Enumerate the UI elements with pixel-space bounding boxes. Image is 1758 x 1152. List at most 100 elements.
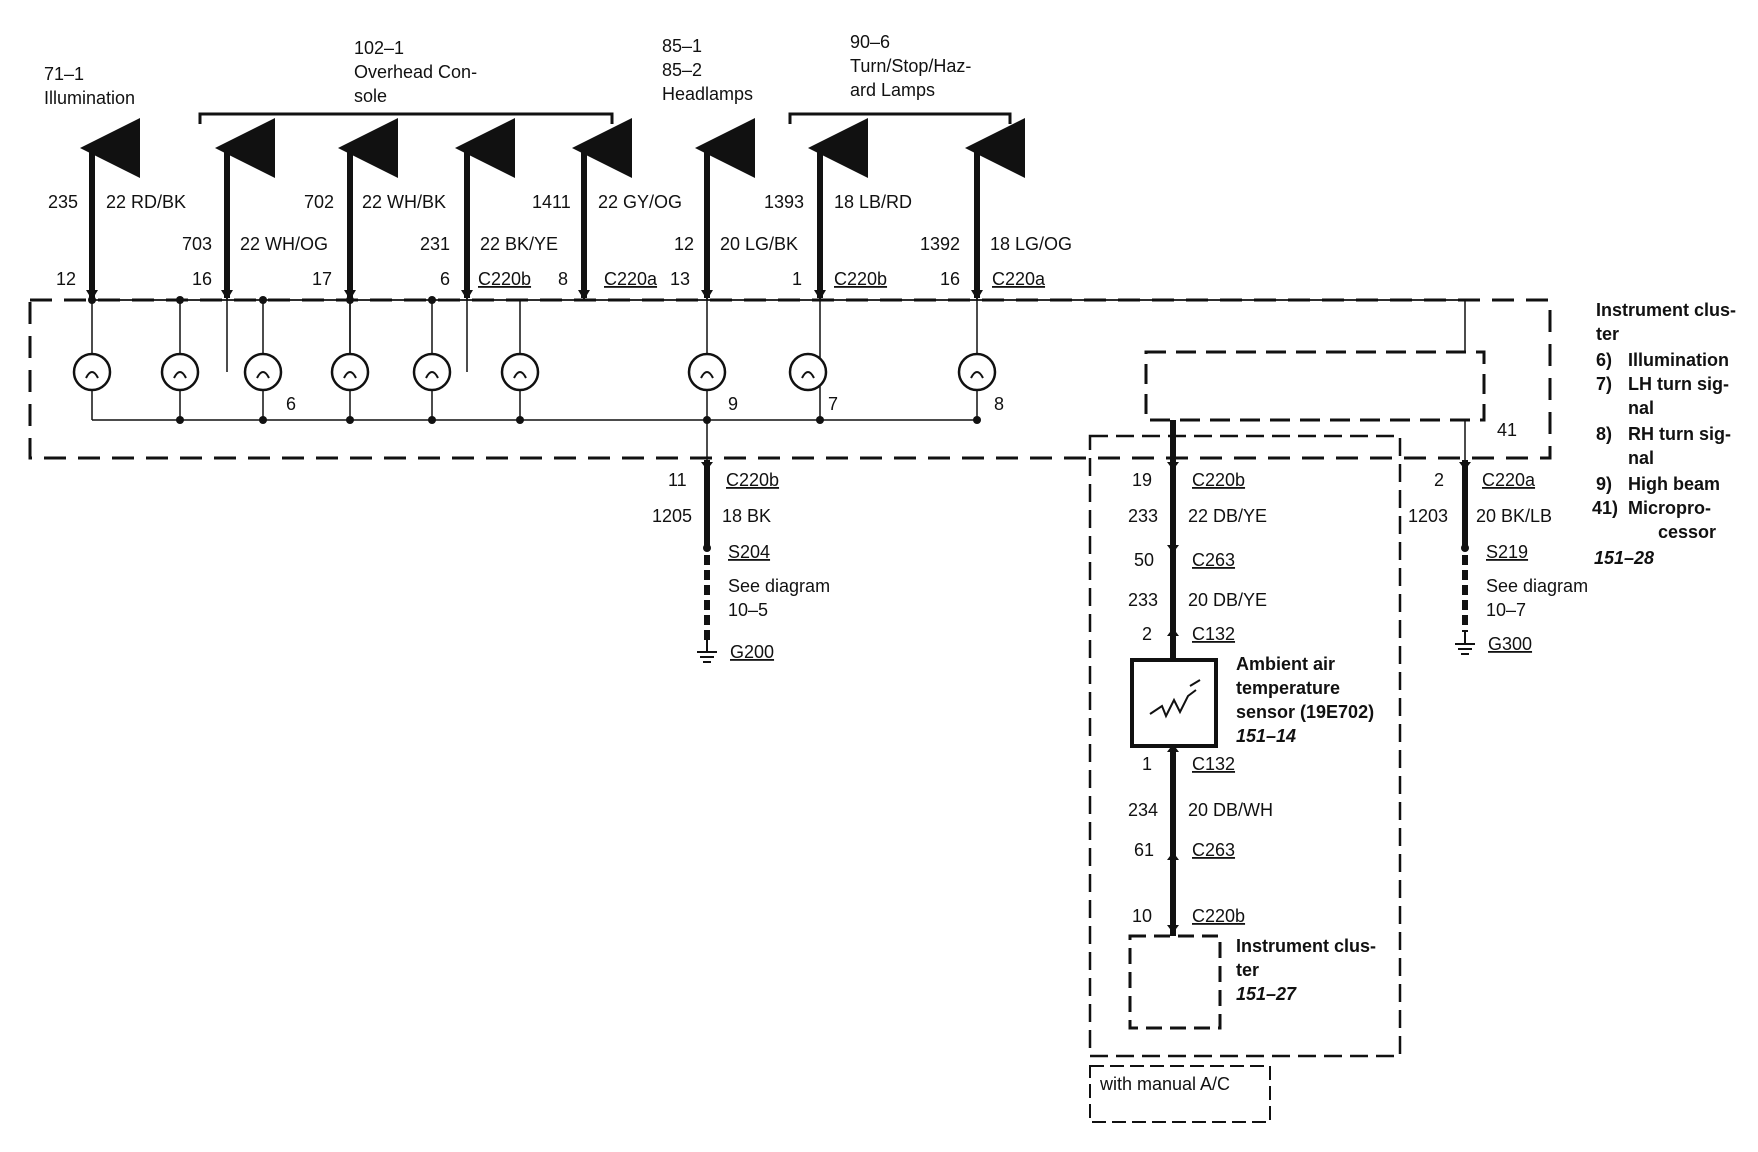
svg-text:20 DB/WH: 20 DB/WH	[1188, 800, 1273, 820]
svg-text:nal: nal	[1628, 448, 1654, 468]
wire-label-702: 702 22 WH/BK 17	[304, 192, 446, 289]
svg-text:16: 16	[192, 269, 212, 289]
svg-text:C220a: C220a	[992, 269, 1046, 289]
svg-text:High beam: High beam	[1628, 474, 1720, 494]
svg-text:S219: S219	[1486, 542, 1528, 562]
svg-text:C220b: C220b	[726, 470, 779, 490]
wire-label-1393: 1393 18 LB/RD 1 C220b	[764, 192, 912, 289]
svg-text:235: 235	[48, 192, 78, 212]
svg-text:1392: 1392	[920, 234, 960, 254]
svg-text:233: 233	[1128, 506, 1158, 526]
svg-text:50: 50	[1134, 550, 1154, 570]
svg-text:20 DB/YE: 20 DB/YE	[1188, 590, 1267, 610]
svg-text:C220a: C220a	[1482, 470, 1536, 490]
svg-text:1: 1	[1142, 754, 1152, 774]
svg-text:10–5: 10–5	[728, 600, 768, 620]
svg-text:sensor (19E702): sensor (19E702)	[1236, 702, 1374, 722]
svg-text:Overhead Con-: Overhead Con-	[354, 62, 477, 82]
svg-text:C220b: C220b	[478, 269, 531, 289]
group-label-headlamps: 85–1 85–2 Headlamps	[662, 36, 753, 104]
ground-circuit-g200: 11 C220b 1205 18 BK S204 See diagram 10–…	[652, 420, 830, 663]
svg-text:22 RD/BK: 22 RD/BK	[106, 192, 186, 212]
svg-text:22 GY/OG: 22 GY/OG	[598, 192, 682, 212]
svg-text:C220b: C220b	[834, 269, 887, 289]
svg-text:nal: nal	[1628, 398, 1654, 418]
svg-text:12: 12	[56, 269, 76, 289]
bracket-turn-lamps	[788, 112, 1012, 124]
svg-text:Instrument clus-: Instrument clus-	[1596, 300, 1736, 320]
svg-text:18 BK: 18 BK	[722, 506, 771, 526]
svg-text:ard Lamps: ard Lamps	[850, 80, 935, 100]
svg-text:C132: C132	[1192, 624, 1235, 644]
svg-text:9): 9)	[1596, 474, 1612, 494]
svg-text:G200: G200	[730, 642, 774, 662]
svg-text:85–1: 85–1	[662, 36, 702, 56]
wire-label-1411: 1411 22 GY/OG 8 C220a	[532, 192, 682, 289]
svg-text:C220b: C220b	[1192, 470, 1245, 490]
svg-text:See diagram: See diagram	[1486, 576, 1588, 596]
svg-text:Headlamps: Headlamps	[662, 84, 753, 104]
svg-text:71–1: 71–1	[44, 64, 84, 84]
svg-text:Instrument clus-: Instrument clus-	[1236, 936, 1376, 956]
svg-text:19: 19	[1132, 470, 1152, 490]
svg-text:102–1: 102–1	[354, 38, 404, 58]
svg-text:Turn/Stop/Haz-: Turn/Stop/Haz-	[850, 56, 971, 76]
svg-text:85–2: 85–2	[662, 60, 702, 80]
svg-text:22 WH/BK: 22 WH/BK	[362, 192, 446, 212]
svg-text:1393: 1393	[764, 192, 804, 212]
svg-text:C220b: C220b	[1192, 906, 1245, 926]
svg-text:20 LG/BK: 20 LG/BK	[720, 234, 798, 254]
svg-text:Illumination: Illumination	[1628, 350, 1729, 370]
svg-text:6): 6)	[1596, 350, 1612, 370]
microprocessor-box	[1144, 350, 1486, 422]
svg-text:61: 61	[1134, 840, 1154, 860]
manual-ac-option-box	[1088, 434, 1402, 1058]
svg-text:C263: C263	[1192, 550, 1235, 570]
lamp-number-rh-turn: 8	[994, 394, 1004, 414]
svg-text:22 WH/OG: 22 WH/OG	[240, 234, 328, 254]
svg-text:Micropro-: Micropro-	[1628, 498, 1711, 518]
svg-text:10–7: 10–7	[1486, 600, 1526, 620]
cluster-legend: Instrument clus- ter 6) Illumination 7) …	[1592, 300, 1736, 568]
svg-text:13: 13	[670, 269, 690, 289]
group-label-illumination: 71–1 Illumination	[44, 64, 135, 108]
svg-text:233: 233	[1128, 590, 1158, 610]
sensor-circuit: 19 C220b 233 22 DB/YE 50 C263 233 20 DB/…	[1088, 420, 1402, 1123]
manual-ac-label-box	[1089, 1065, 1271, 1123]
svg-text:703: 703	[182, 234, 212, 254]
svg-text:151–28: 151–28	[1594, 548, 1654, 568]
svg-text:C263: C263	[1192, 840, 1235, 860]
svg-text:11: 11	[668, 470, 687, 490]
svg-text:8): 8)	[1596, 424, 1612, 444]
svg-text:1205: 1205	[652, 506, 692, 526]
wire-label-1392: 1392 18 LG/OG 16 C220a	[920, 234, 1072, 289]
microprocessor-pin: 41	[1497, 420, 1517, 440]
lamp-number-lh-turn: 7	[828, 394, 838, 414]
svg-text:151–27: 151–27	[1236, 984, 1297, 1004]
wire-label-235: 235 22 RD/BK 12	[48, 192, 186, 289]
ambient-air-sensor-icon	[1130, 658, 1218, 748]
svg-text:2: 2	[1142, 624, 1152, 644]
svg-text:231: 231	[420, 234, 450, 254]
svg-text:702: 702	[304, 192, 334, 212]
svg-text:22 BK/YE: 22 BK/YE	[480, 234, 558, 254]
svg-text:Illumination: Illumination	[44, 88, 135, 108]
svg-text:1411: 1411	[532, 192, 571, 212]
instrument-cluster-module-box	[1128, 934, 1222, 1030]
svg-text:LH turn sig-: LH turn sig-	[1628, 374, 1729, 394]
svg-text:41): 41)	[1592, 498, 1618, 518]
wire-label-703: 703 22 WH/OG 16	[182, 234, 328, 289]
group-label-overhead-console: 102–1 Overhead Con- sole	[354, 38, 477, 106]
svg-text:2: 2	[1434, 470, 1444, 490]
svg-text:18 LB/RD: 18 LB/RD	[834, 192, 912, 212]
svg-text:sole: sole	[354, 86, 387, 106]
svg-text:12: 12	[674, 234, 694, 254]
svg-text:1: 1	[792, 269, 802, 289]
ground-circuit-g300: 2 C220a 1203 20 BK/LB S219 See diagram 1…	[1408, 420, 1588, 655]
svg-text:Ambient air: Ambient air	[1236, 654, 1335, 674]
svg-text:151–14: 151–14	[1236, 726, 1296, 746]
svg-text:17: 17	[312, 269, 332, 289]
svg-text:cessor: cessor	[1658, 522, 1716, 542]
svg-text:22 DB/YE: 22 DB/YE	[1188, 506, 1267, 526]
